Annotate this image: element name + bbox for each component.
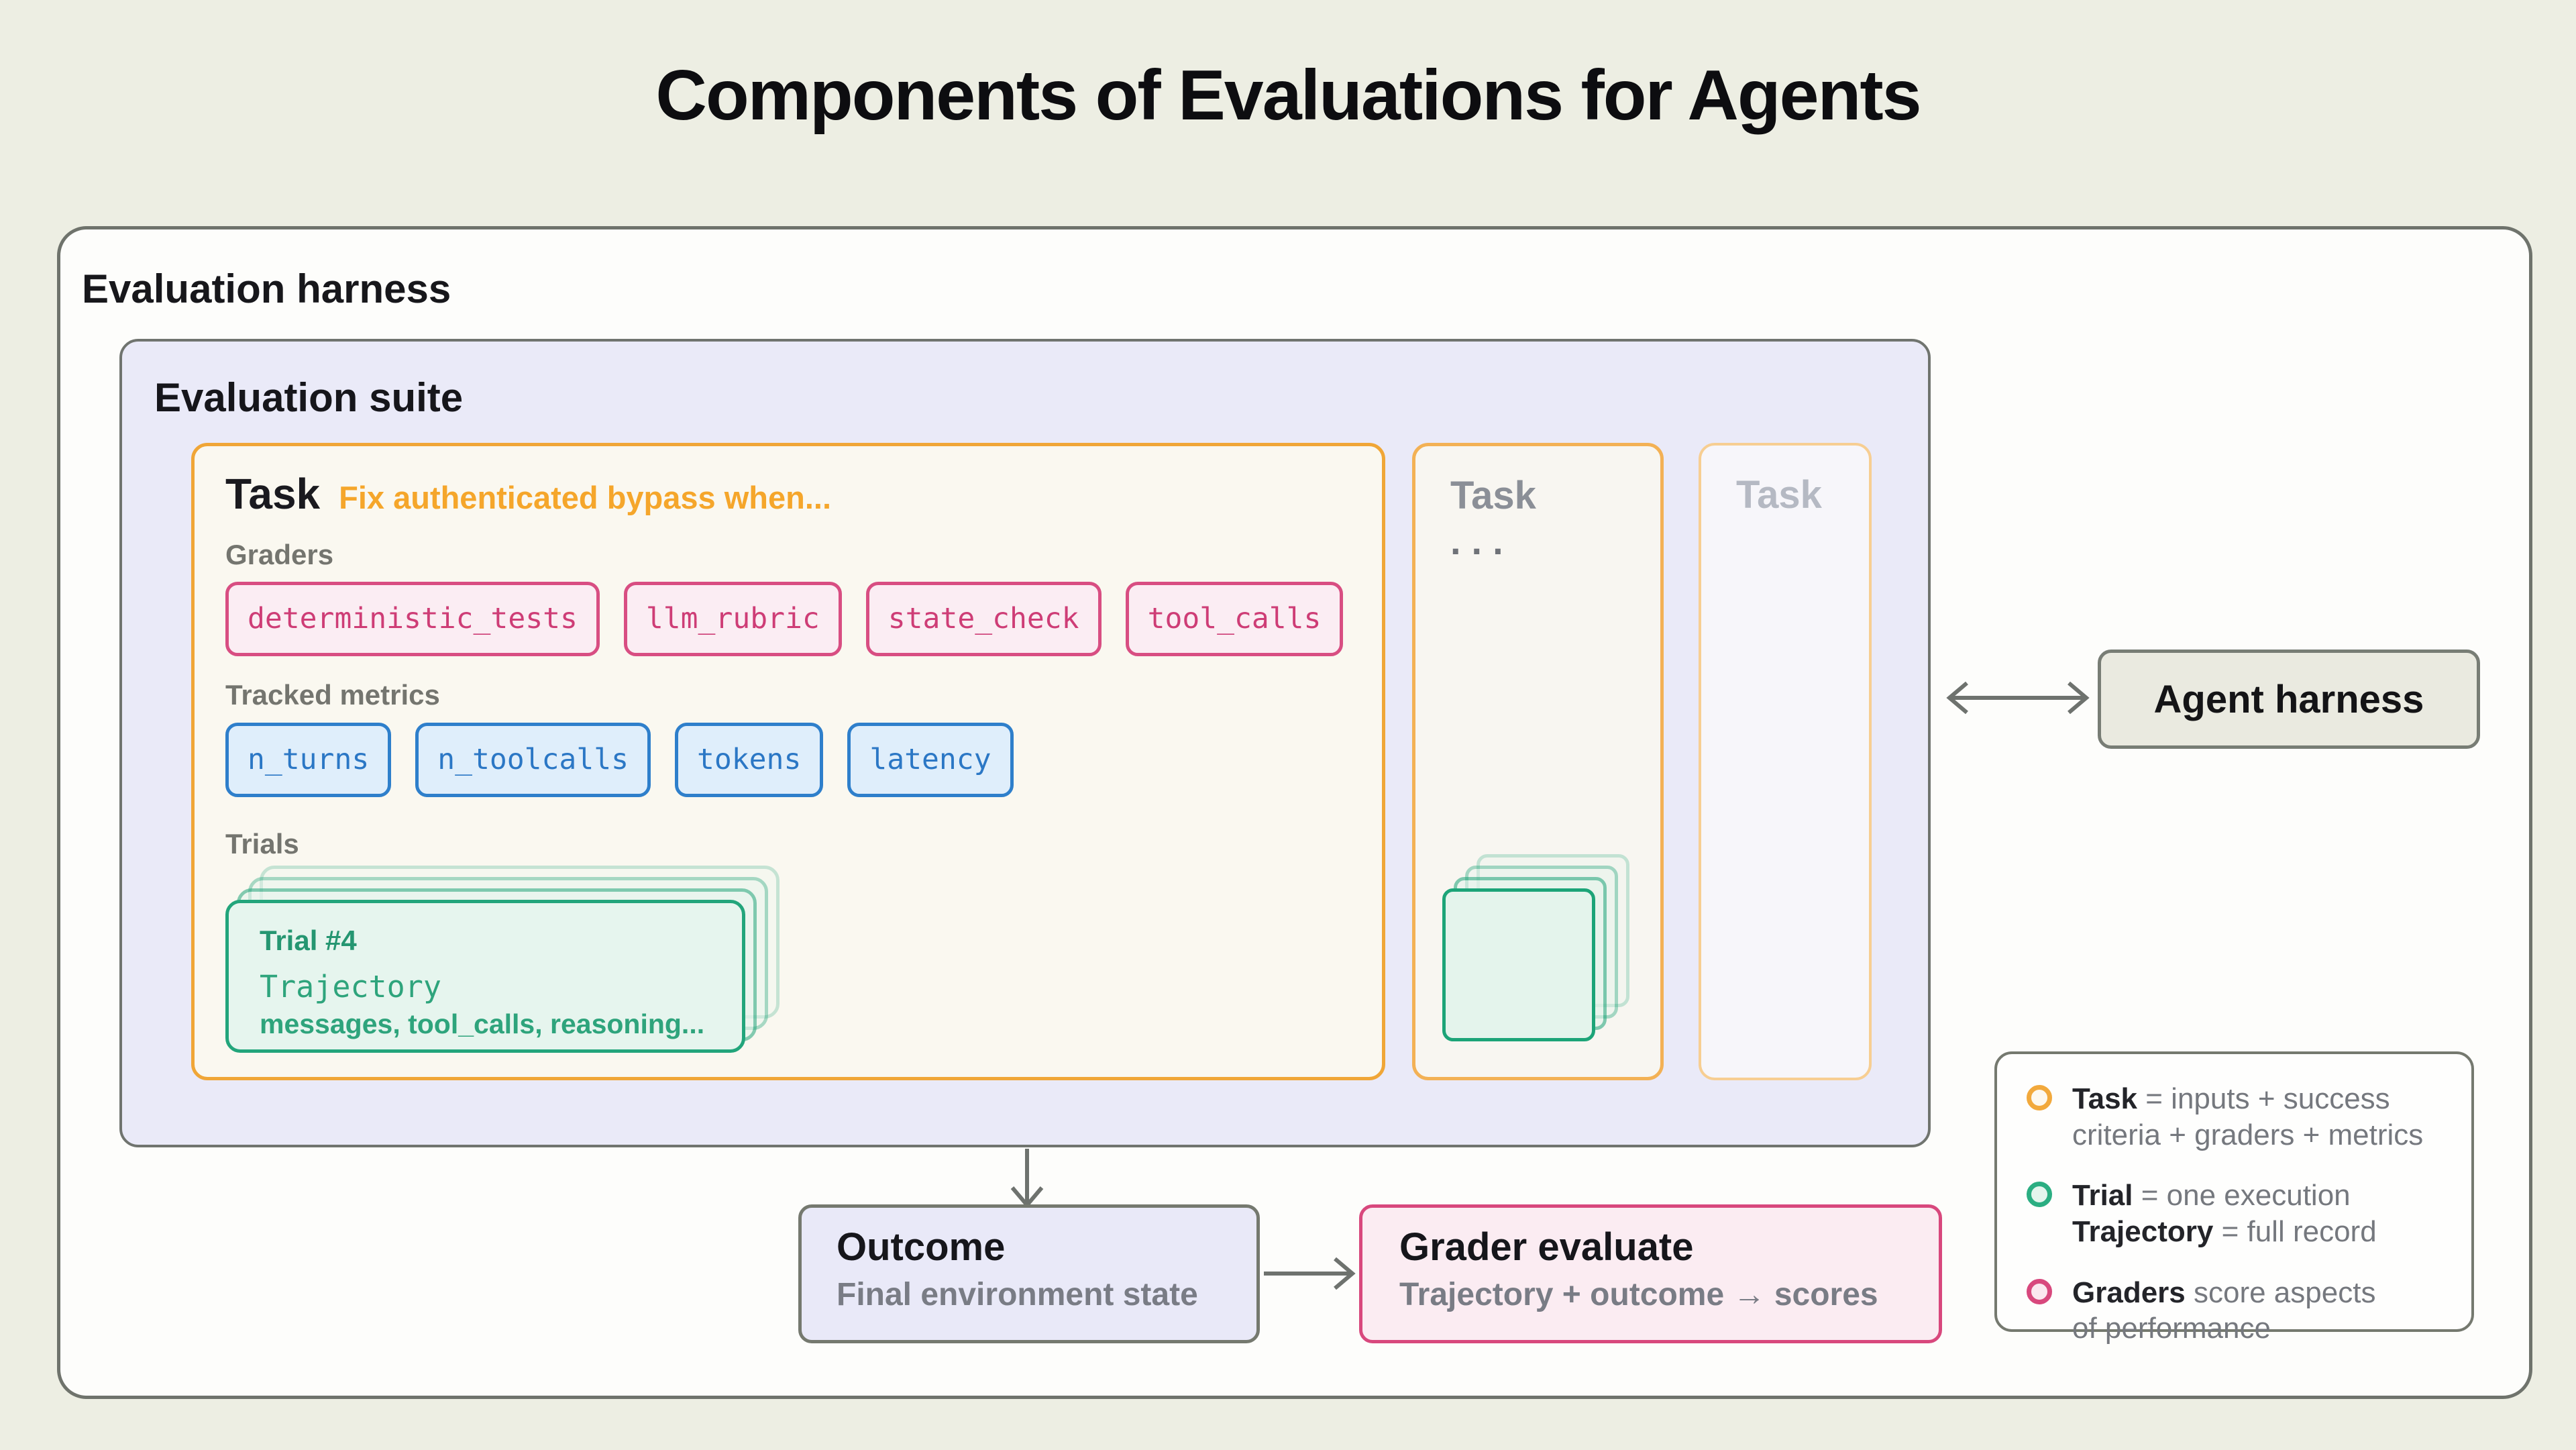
task-heading: Task	[1450, 474, 1536, 517]
trials-label: Trials	[225, 827, 299, 860]
task-heading: Task	[1736, 473, 1822, 517]
down-arrow-icon	[1010, 1149, 1044, 1208]
trial-title: Trial #4	[260, 924, 357, 956]
graders-pill-row: deterministic_tests llm_rubric state_che…	[225, 582, 1351, 657]
task-description: Fix authenticated bypass when...	[339, 480, 832, 515]
grader-evaluate-title: Grader evaluate	[1399, 1225, 1694, 1269]
outcome-box: Outcome Final environment state	[798, 1204, 1260, 1343]
legend-item-graders: Graders score aspects of performance	[2027, 1275, 2445, 1347]
task-card-third: Task	[1699, 443, 1872, 1080]
legend-text: Graders score aspects of performance	[2072, 1275, 2375, 1347]
task-header: Task Fix authenticated bypass when...	[225, 469, 1351, 519]
legend-definition: = one execution	[2133, 1179, 2351, 1212]
outcome-title: Outcome	[837, 1225, 1006, 1269]
task-heading: Task	[225, 470, 321, 518]
trial-card-front: Trial #4 Trajectory messages, tool_calls…	[225, 899, 745, 1053]
grader-pill: state_check	[865, 582, 1102, 657]
trial-ring-icon	[2027, 1182, 2052, 1208]
task-ring-icon	[2027, 1085, 2052, 1110]
legend-definition: = inputs + success	[2137, 1082, 2390, 1115]
legend-definition: criteria + graders + metrics	[2072, 1118, 2424, 1151]
agent-harness-box: Agent harness	[2098, 650, 2480, 749]
grader-evaluate-subtitle: Trajectory + outcome → scores	[1399, 1277, 1878, 1312]
legend: Task = inputs + success criteria + grade…	[1994, 1051, 2474, 1345]
legend-term: Trial	[2072, 1179, 2133, 1212]
trial-mini-stack	[1442, 854, 1630, 1042]
right-arrow-icon	[1264, 1257, 1356, 1290]
page-title: Components of Evaluations for Agents	[655, 56, 1921, 135]
metrics-pill-row: n_turns n_toolcalls tokens latency	[225, 722, 1351, 797]
evaluation-suite-label: Evaluation suite	[154, 375, 464, 420]
legend-definition: of performance	[2072, 1312, 2271, 1345]
legend-definition: score aspects	[2185, 1276, 2376, 1309]
metric-pill: tokens	[675, 722, 824, 797]
grader-pill: tool_calls	[1125, 582, 1344, 657]
trial-stack: Trial #4 Trajectory messages, tool_calls…	[225, 865, 782, 1053]
task-ellipsis: ...	[1450, 520, 1514, 562]
legend-definition: = full record	[2213, 1215, 2377, 1249]
metric-pill: n_toolcalls	[415, 722, 651, 797]
trial-trajectory-label: Trajectory	[260, 968, 441, 1004]
grader-pill: llm_rubric	[623, 582, 842, 657]
grader-pill: deterministic_tests	[225, 582, 600, 657]
legend-term: Trajectory	[2072, 1215, 2214, 1249]
bidirectional-arrow-icon	[1946, 681, 2090, 715]
graders-ring-icon	[2027, 1278, 2052, 1304]
graders-label: Graders	[225, 539, 334, 570]
trial-card-front	[1442, 888, 1595, 1041]
metric-pill: n_turns	[225, 722, 392, 797]
legend-item-trial: Trial = one execution Trajectory = full …	[2027, 1178, 2445, 1249]
agent-harness-label: Agent harness	[2153, 677, 2424, 721]
outcome-subtitle: Final environment state	[837, 1277, 1198, 1312]
task-card-main: Task Fix authenticated bypass when... Gr…	[191, 443, 1385, 1080]
legend-term: Graders	[2072, 1276, 2186, 1309]
legend-item-task: Task = inputs + success criteria + grade…	[2027, 1081, 2445, 1153]
task-card-second: Task ...	[1412, 443, 1664, 1080]
grader-evaluate-box: Grader evaluate Trajectory + outcome → s…	[1359, 1204, 1942, 1343]
trial-details: messages, tool_calls, reasoning...	[260, 1008, 705, 1039]
metric-pill: latency	[847, 722, 1014, 797]
legend-text: Task = inputs + success criteria + grade…	[2072, 1081, 2423, 1153]
legend-text: Trial = one execution Trajectory = full …	[2072, 1178, 2377, 1249]
evaluation-harness-label: Evaluation harness	[82, 266, 451, 311]
legend-term: Task	[2072, 1082, 2138, 1115]
tracked-metrics-label: Tracked metrics	[225, 679, 440, 711]
